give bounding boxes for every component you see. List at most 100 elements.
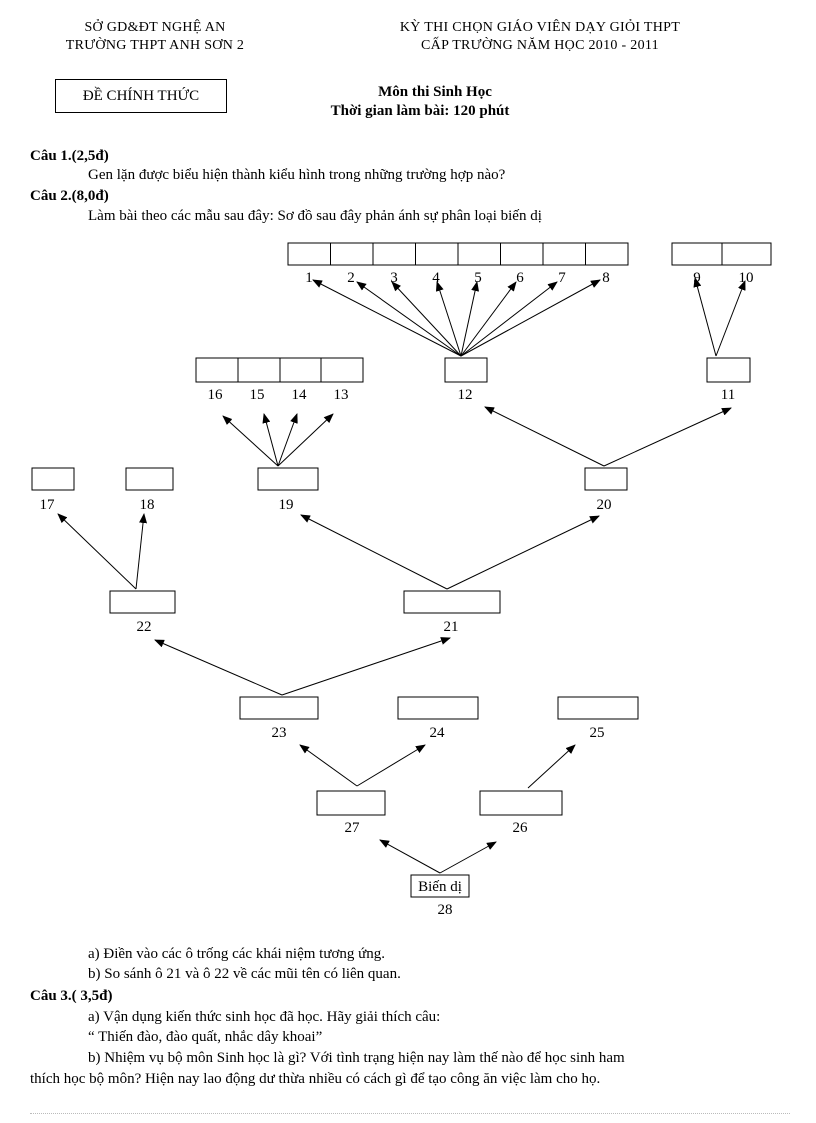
diagram-label-16: 16	[208, 387, 224, 403]
diagram-label-4: 4	[432, 270, 440, 286]
question-3-quote: “ Thiến đào, đào quất, nhắc dây khoai”	[88, 1029, 323, 1045]
diagram-label-7: 7	[558, 270, 566, 286]
diagram-label-5: 5	[474, 270, 482, 286]
diagram-arrow-22-to-17	[57, 513, 137, 590]
diagram-label-28: 28	[438, 902, 453, 918]
diagram-box-25	[557, 696, 639, 720]
subject-title: Môn thi Sinh Học	[378, 84, 492, 100]
diagram-arrow-23-to-22	[154, 639, 283, 696]
diagram-label-13: 13	[334, 387, 349, 403]
diagram-box-15	[237, 357, 281, 383]
question-2-part-b: b) So sánh ô 21 và ô 22 về các mũi tên c…	[88, 966, 401, 982]
diagram-box-8	[585, 242, 629, 266]
diagram-label-14: 14	[292, 387, 308, 403]
diagram-label-19: 19	[279, 497, 294, 513]
diagram-box-1	[287, 242, 331, 266]
diagram-label-23: 23	[272, 725, 287, 741]
diagram-arrow-12-to-2	[356, 281, 462, 357]
diagram-arrow-12-to-7	[460, 281, 558, 357]
question-2-part-a: a) Điền vào các ô trống các khái niệm tư…	[88, 946, 386, 962]
diagram-box-2	[330, 242, 374, 266]
diagram-arrow-12-to-5	[460, 281, 480, 357]
diagram-label-3: 3	[390, 270, 398, 286]
question-2-title: Câu 2.(8,0đ)	[30, 188, 109, 204]
diagram-box-16	[195, 357, 239, 383]
diagram-box-11	[706, 357, 751, 383]
question-2-intro: Làm bài theo các mẫu sau đây: Sơ đồ sau …	[88, 208, 542, 224]
diagram-arrow-12-to-6	[460, 281, 517, 357]
diagram-label-25: 25	[590, 725, 605, 741]
diagram-box-27	[316, 790, 386, 816]
diagram-root-box	[410, 874, 470, 898]
question-3-title: Câu 3.( 3,5đ)	[30, 988, 113, 1004]
diagram-arrow-26-to-25	[527, 744, 576, 789]
question-3-part-b-line1: b) Nhiệm vụ bộ môn Sinh học là gì? Với t…	[88, 1050, 625, 1066]
diagram-label-26: 26	[513, 820, 529, 836]
diagram-box-4	[415, 242, 459, 266]
diagram-label-15: 15	[250, 387, 265, 403]
header-department: SỞ GD&ĐT NGHỆ AN	[84, 20, 226, 35]
diagram-arrow-19-to-14	[277, 413, 298, 467]
diagram-arrow-12-to-8	[460, 279, 601, 357]
diagram-box-19	[257, 467, 319, 491]
diagram-box-3	[372, 242, 416, 266]
header-exam-title: KỲ THI CHỌN GIÁO VIÊN DẠY GIỎI THPT	[399, 20, 681, 35]
diagram-box-6	[500, 242, 544, 266]
diagram-box-21	[403, 590, 501, 614]
diagram-arrow-19-to-13	[277, 413, 334, 467]
diagram-arrow-19-to-15	[262, 413, 279, 467]
diagram-label-2: 2	[347, 270, 355, 286]
diagram-box-17	[31, 467, 75, 491]
diagram-root-label: Biến dị	[418, 879, 462, 895]
diagram-label-1: 1	[305, 270, 313, 286]
diagram-box-22	[109, 590, 176, 614]
diagram-box-12	[444, 357, 488, 383]
diagram-box-24	[397, 696, 479, 720]
diagram-arrow-12-to-4	[435, 281, 462, 357]
diagram-arrow-21-to-19	[300, 514, 448, 590]
diagram-box-9	[671, 242, 723, 266]
diagram-box-20	[584, 467, 628, 491]
question-3-part-a: a) Vận dụng kiến thức sinh học đã học. H…	[88, 1009, 441, 1025]
diagram-arrow-11-to-10	[715, 280, 746, 357]
diagram-label-18: 18	[140, 497, 155, 513]
diagram-arrow-21-to-20	[446, 515, 600, 590]
diagram-box-13	[320, 357, 364, 383]
diagram-arrow-28-to-26	[439, 841, 497, 874]
diagram-arrow-27-to-23	[299, 744, 358, 787]
header-school: TRƯỜNG THPT ANH SƠN 2	[65, 38, 245, 53]
diagram-label-27: 27	[345, 820, 361, 836]
diagram-label-12: 12	[458, 387, 473, 403]
diagram-label-6: 6	[516, 270, 524, 286]
diagram-label-11: 11	[721, 387, 735, 403]
diagram-label-17: 17	[40, 497, 56, 513]
diagram-box-5	[457, 242, 501, 266]
diagram-label-22: 22	[137, 619, 152, 635]
diagram-label-8: 8	[602, 270, 610, 286]
diagram-arrow-22-to-18	[135, 513, 148, 590]
diagram-arrow-28-to-27	[379, 839, 441, 874]
diagram-arrow-20-to-11	[603, 407, 732, 467]
diagram-arrow-27-to-24	[356, 744, 426, 787]
diagram-arrow-12-to-3	[391, 281, 462, 357]
diagram-box-14	[279, 357, 323, 383]
question-3-part-b-line2: thích học bộ môn? Hiện nay lao động dư t…	[30, 1071, 601, 1087]
official-exam-stamp: ĐỀ CHÍNH THỨC	[55, 79, 227, 113]
diagram-arrow-23-to-21	[281, 637, 451, 696]
page-bottom-divider	[30, 1113, 790, 1114]
diagram-arrow-19-to-16	[222, 415, 279, 467]
diagram-label-21: 21	[444, 619, 459, 635]
question-1-title: Câu 1.(2,5đ)	[30, 148, 109, 164]
diagram-label-24: 24	[430, 725, 446, 741]
diagram-arrow-11-to-9	[693, 277, 717, 357]
diagram-box-10	[721, 242, 772, 266]
diagram-arrow-20-to-12	[484, 406, 605, 467]
diagram-arrow-12-to-1	[312, 279, 462, 357]
exam-duration: Thời gian làm bài: 120 phút	[330, 103, 510, 119]
diagram-box-18	[125, 467, 174, 491]
diagram-label-9: 9	[693, 270, 701, 286]
diagram-label-10: 10	[739, 270, 754, 286]
header-school-year: CẤP TRƯỜNG NĂM HỌC 2010 - 2011	[421, 38, 659, 53]
diagram-box-26	[479, 790, 563, 816]
